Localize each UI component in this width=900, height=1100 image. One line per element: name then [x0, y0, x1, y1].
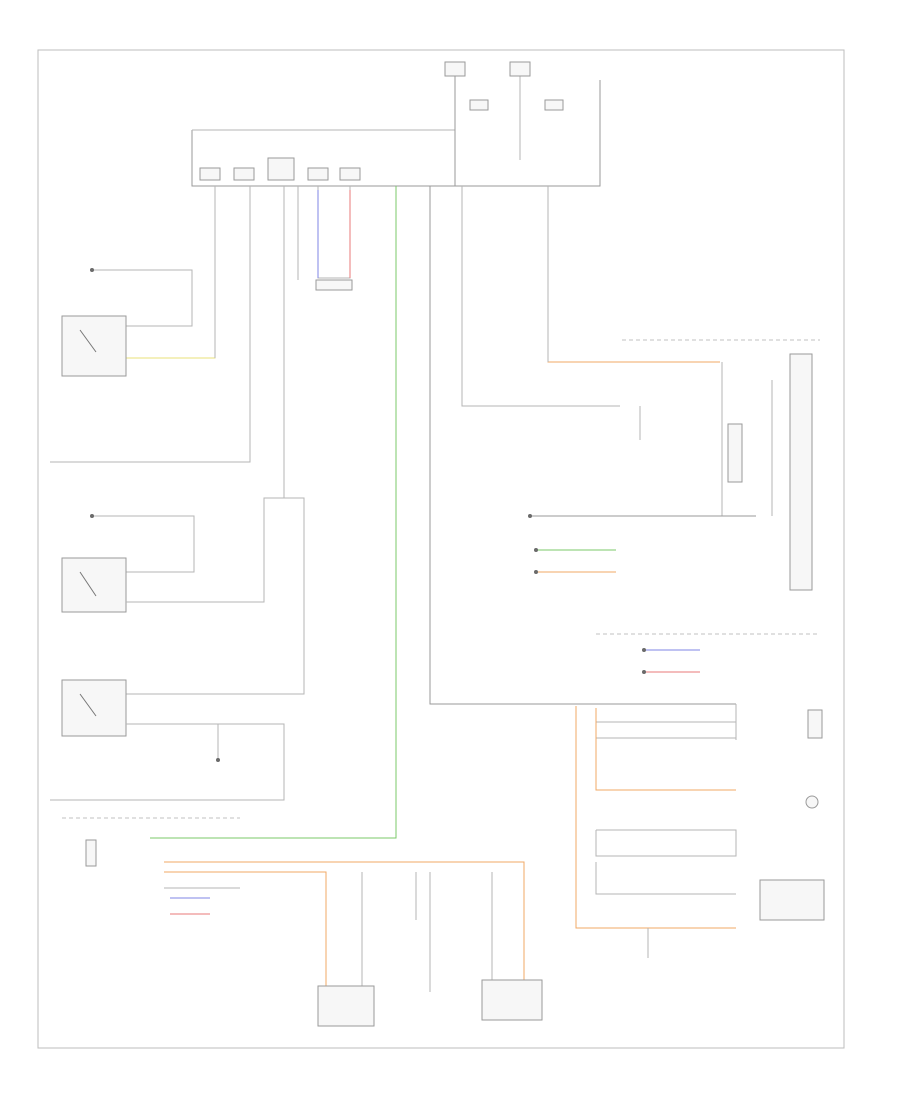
passenger-door-module	[62, 817, 525, 990]
top-module	[191, 80, 601, 187]
fuse-box-group	[444, 61, 564, 186]
instrument-cluster	[528, 339, 820, 591]
driver-door-module	[596, 633, 823, 740]
wire-green-long	[150, 186, 397, 839]
diagram-frame	[37, 49, 845, 1049]
passenger-seat-area	[317, 872, 543, 1027]
wire-connector-loop	[317, 186, 351, 279]
connector-small	[315, 279, 353, 291]
left-module-1	[61, 268, 193, 377]
wire-gray-long	[429, 186, 736, 705]
left-module-3	[50, 679, 285, 801]
wire-yellow	[126, 186, 216, 359]
wire-sensor-ground	[50, 186, 251, 463]
wire-to-cluster	[461, 186, 620, 407]
rear-switches	[575, 706, 825, 958]
wire-orange-cluster	[547, 186, 720, 363]
left-module-2	[61, 497, 305, 695]
